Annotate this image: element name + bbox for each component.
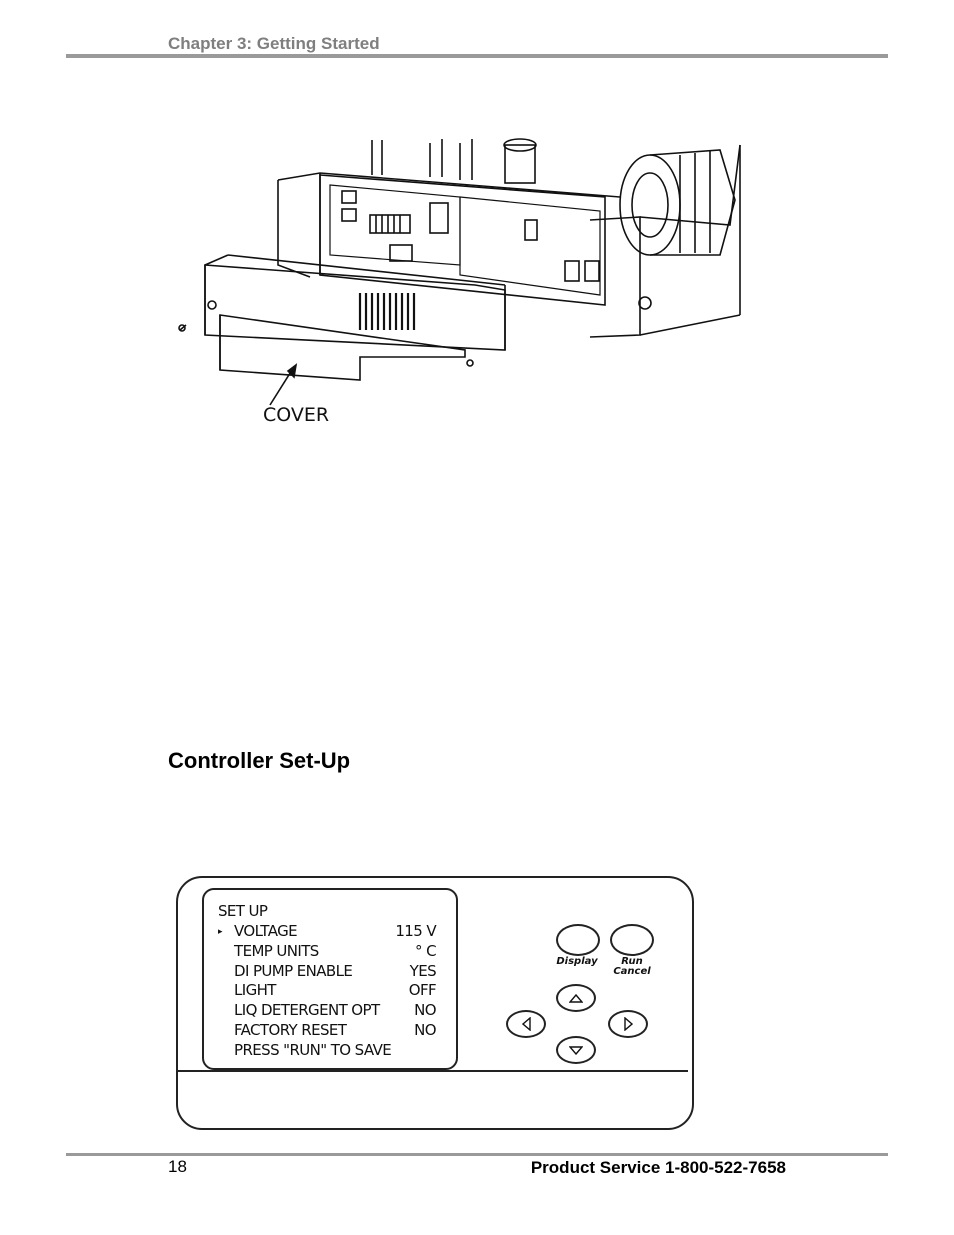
panel-base [178,1070,688,1126]
lcd-row-label: LIQ DETERGENT OPT [234,1001,380,1019]
header-divider [66,54,888,58]
chapter-header: Chapter 3: Getting Started [168,34,380,53]
up-arrow-button[interactable] [556,984,596,1012]
left-arrow-button[interactable] [506,1010,546,1038]
display-button-label: Display [556,956,598,967]
left-arrow-icon [521,1017,531,1031]
cover-drawing: COVER [178,138,741,426]
run-button-label: Run [621,956,643,967]
lcd-title: SET UP [218,902,268,920]
control-panel: SET UP ▸ VOLTAGE 115 V TEMP UNITS ° C DI… [170,870,700,1135]
lcd-footer: PRESS "RUN" TO SAVE [234,1041,392,1059]
lcd-row-value: NO [414,1021,436,1039]
lcd-row-label: DI PUMP ENABLE [234,962,353,980]
lcd-row-value: YES [409,962,437,980]
lcd-row-label: TEMP UNITS [234,942,319,960]
right-arrow-icon [623,1017,633,1031]
lcd-row-label: FACTORY RESET [234,1021,347,1039]
lcd-row-value: 115 V [395,922,436,940]
lcd-row-value: NO [414,1001,436,1019]
section-heading: Controller Set-Up [168,748,351,773]
down-arrow-icon [569,1045,583,1055]
product-service-phone: Product Service 1-800-522-7658 [530,1158,786,1177]
lcd-row-label: VOLTAGE [234,922,298,940]
lcd-row-value: ° C [415,942,437,960]
lcd-row-label: LIGHT [234,981,276,999]
footer-divider [66,1153,888,1156]
cursor-arrow-icon: ▸ [218,926,223,936]
cancel-button-label: Cancel [613,966,651,977]
page-number: 18 [168,1157,187,1176]
lcd-display: SET UP ▸ VOLTAGE 115 V TEMP UNITS ° C DI… [202,888,458,1070]
down-arrow-button[interactable] [556,1036,596,1064]
cover-label: COVER [263,404,329,426]
lcd-row-value: OFF [408,981,437,999]
display-button[interactable] [556,924,600,956]
run-cancel-button[interactable] [610,924,654,956]
up-arrow-icon [569,993,583,1003]
cover-illustration: COVER [160,125,750,440]
right-arrow-button[interactable] [608,1010,648,1038]
